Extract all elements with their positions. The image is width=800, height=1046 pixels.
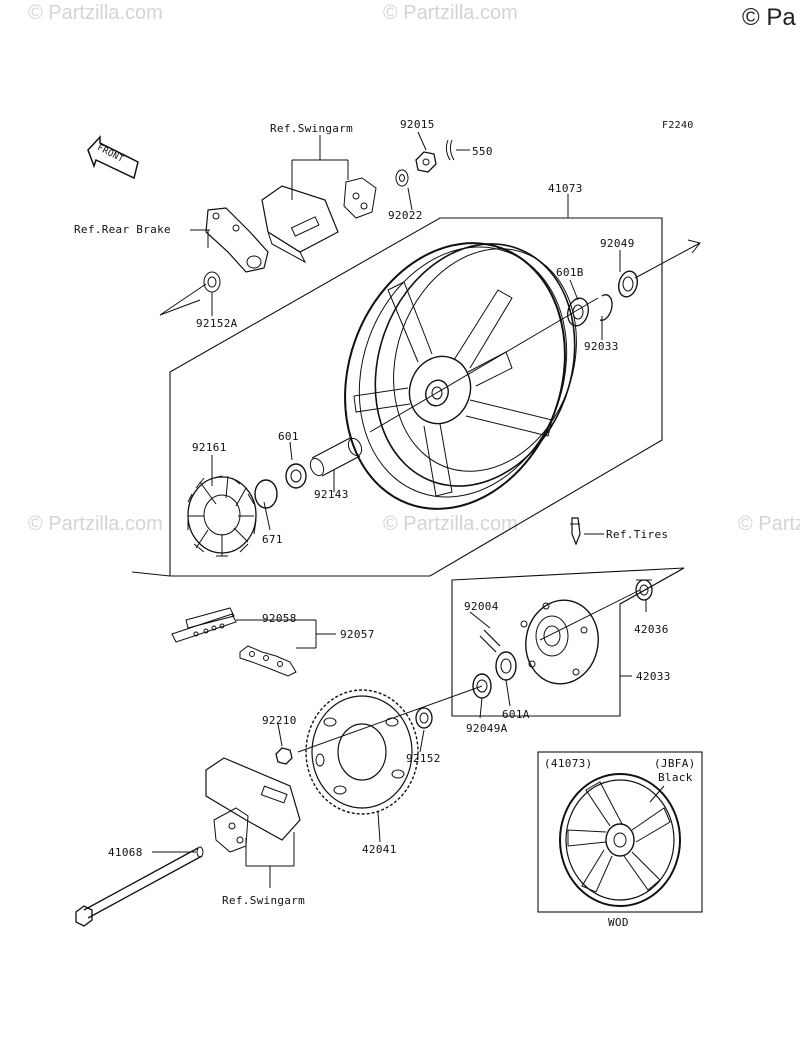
part-label-42036[interactable]: 42036 <box>634 623 669 636</box>
watermark: © Partzilla.com <box>383 2 518 24</box>
tire-valve <box>570 517 581 546</box>
coupling-damper-92161 <box>187 475 257 557</box>
spacer-92143 <box>309 437 363 477</box>
part-label-42033[interactable]: 42033 <box>636 670 671 683</box>
watermark: © Partzilla.com <box>28 513 163 535</box>
part-label-42041[interactable]: 42041 <box>362 843 397 856</box>
part-label-92152A[interactable]: 92152A <box>196 317 238 330</box>
part-label-92004[interactable]: 92004 <box>464 600 499 613</box>
color-variant-inset <box>537 751 703 913</box>
sprocket-42041 <box>305 689 419 815</box>
watermark: © Partzilla.com <box>738 513 800 535</box>
ref-swingarm-top-label[interactable]: Ref.Swingarm <box>270 122 354 135</box>
oil-seal-92049 <box>617 270 639 298</box>
rear-brake-bracket <box>205 207 269 273</box>
o-ring-671 <box>254 479 278 509</box>
part-label-671[interactable]: 671 <box>262 533 283 546</box>
washer-92022 <box>395 169 409 187</box>
part-label-92015[interactable]: 92015 <box>400 118 435 131</box>
swingarm-bracket-bottom <box>205 757 301 853</box>
ref-rear-brake-label[interactable]: Ref.Rear Brake <box>74 223 171 236</box>
stud-92004 <box>479 629 501 653</box>
inset-footer-label: WOD <box>608 916 629 929</box>
part-label-41073[interactable]: 41073 <box>548 182 583 195</box>
copyright-corner: © Pa <box>742 4 796 31</box>
swingarm-bracket-top <box>261 177 377 264</box>
part-label-92058[interactable]: 92058 <box>262 612 297 625</box>
front-arrow-icon <box>87 135 139 180</box>
collar-92152 <box>415 707 433 729</box>
part-label-92049A[interactable]: 92049A <box>466 722 508 735</box>
circlip-92033 <box>599 294 613 321</box>
nut-92210 <box>275 747 293 765</box>
bearing-601 <box>285 463 307 489</box>
part-label-92210[interactable]: 92210 <box>262 714 297 727</box>
part-label-550[interactable]: 550 <box>472 145 493 158</box>
axle-nut-92015 <box>415 151 437 173</box>
part-label-601[interactable]: 601 <box>278 430 299 443</box>
bearing-601A <box>495 651 517 681</box>
part-label-92152[interactable]: 92152 <box>406 752 441 765</box>
ref-tires-label[interactable]: Ref.Tires <box>606 528 669 541</box>
figure-code: F2240 <box>662 120 694 131</box>
part-label-92143[interactable]: 92143 <box>314 488 349 501</box>
part-label-92161[interactable]: 92161 <box>192 441 227 454</box>
ref-swingarm-bottom-label[interactable]: Ref.Swingarm <box>222 894 306 907</box>
part-label-92022[interactable]: 92022 <box>388 209 423 222</box>
part-label-41068[interactable]: 41068 <box>108 846 143 859</box>
rear-axle-41068 <box>75 846 204 927</box>
bearing-601B <box>567 297 589 327</box>
part-label-92033[interactable]: 92033 <box>584 340 619 353</box>
chain-master-link <box>171 607 297 677</box>
watermark: © Partzilla.com <box>28 2 163 24</box>
inset-color-label: Black <box>658 771 693 784</box>
inset-part-label: (41073) <box>544 757 593 770</box>
rear-wheel-41073 <box>344 239 701 510</box>
collar-92152A <box>203 271 221 293</box>
cotter-pin-550 <box>445 139 455 161</box>
part-label-92049[interactable]: 92049 <box>600 237 635 250</box>
watermark: © Partzilla.com <box>383 513 518 535</box>
part-label-601A[interactable]: 601A <box>502 708 530 721</box>
inset-code-label: (JBFA) <box>654 757 696 770</box>
sprocket-hub-42033 <box>520 599 599 685</box>
part-label-601B[interactable]: 601B <box>556 266 584 279</box>
part-label-92057[interactable]: 92057 <box>340 628 375 641</box>
